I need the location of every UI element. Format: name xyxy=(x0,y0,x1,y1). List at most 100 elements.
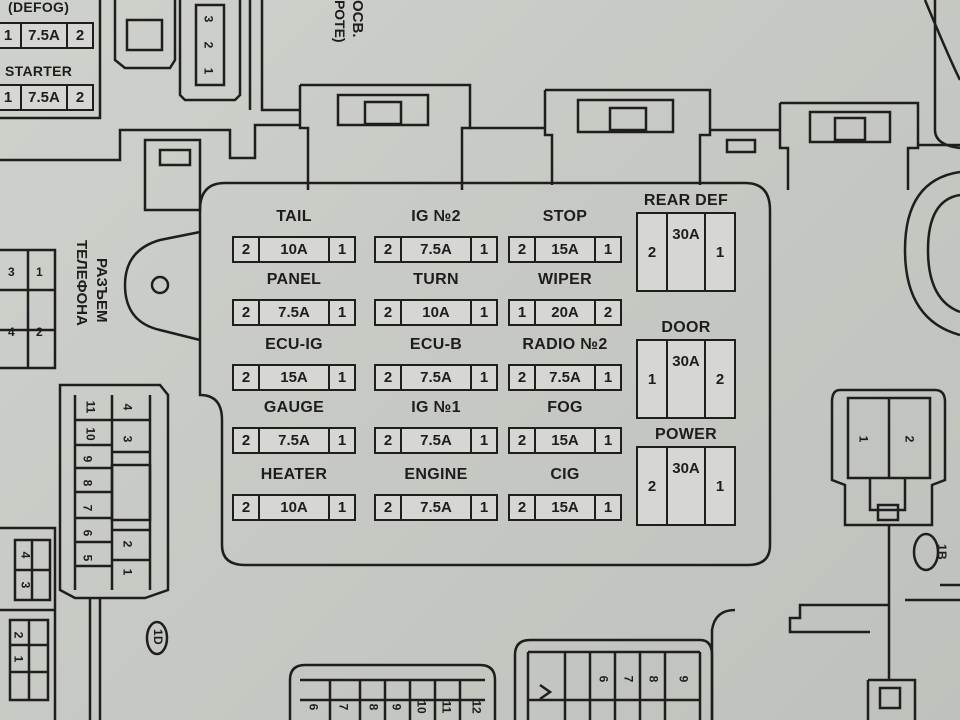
turn-pin-left: 2 xyxy=(383,304,393,321)
power-label: POWER xyxy=(655,426,717,443)
ig1-label: IG №1 xyxy=(411,399,461,416)
fog-pin-left: 2 xyxy=(517,432,527,449)
defog-fuse: 1 7.5A 2 xyxy=(0,22,94,49)
fog-label: FOG xyxy=(547,399,583,416)
ecub-pin-right: 1 xyxy=(479,369,489,386)
top-connector-2 xyxy=(543,88,712,185)
wiper-amp: 20A xyxy=(534,301,596,324)
stop-label: STOP xyxy=(542,208,588,225)
connector-1D-pin-left-4: 7 xyxy=(80,504,95,512)
connector-1B-pin-1: 1 xyxy=(856,435,871,443)
tail-label: TAIL xyxy=(276,208,312,225)
tail-pin-left: 2 xyxy=(241,241,251,258)
cig-pin-right: 1 xyxy=(603,499,613,516)
ecub-pin-left: 2 xyxy=(383,369,393,386)
turn-label: TURN xyxy=(413,271,459,288)
connector-1D-pin-right-3: 1 xyxy=(120,568,135,576)
connector-1D-pin-left-6: 5 xyxy=(80,554,95,562)
engine-pin-left: 2 xyxy=(383,499,393,516)
door-pin-left: 1 xyxy=(647,370,657,388)
connector-1D-pin-left-0: 11 xyxy=(83,400,98,414)
heater-amp: 10A xyxy=(258,496,330,519)
gauge-pin-right: 1 xyxy=(337,432,347,449)
ig1-pin-right: 1 xyxy=(479,432,489,449)
connector-1B-frame xyxy=(830,388,947,527)
bottom-right-pin-2: 7 xyxy=(621,675,636,683)
bottom-pin-6: 12 xyxy=(469,700,484,714)
reardef-label: REAR DEF xyxy=(643,192,729,209)
ig1-pin-left: 2 xyxy=(383,432,393,449)
tail-pin-right: 1 xyxy=(337,241,347,258)
top-pin-2: 2 xyxy=(201,41,216,49)
small-connector-top-left xyxy=(143,138,202,212)
stop-amp: 15A xyxy=(534,238,596,261)
bottom-pin-5: 11 xyxy=(439,700,454,714)
gauge-label: GAUGE xyxy=(263,399,325,416)
connector-1D-pin-right-1: 3 xyxy=(120,435,135,443)
starter-amp: 7.5A xyxy=(20,86,68,109)
engine-pin-right: 1 xyxy=(479,499,489,516)
bottom-right-connector-frame xyxy=(513,638,714,720)
panel-label: PANEL xyxy=(266,271,322,288)
connector-1D-pin-right-0: 4 xyxy=(120,403,135,411)
phone-pin-2: 2 xyxy=(36,325,43,339)
ig1-fuse: 2 7.5A 1 xyxy=(374,427,498,454)
power-amp: 30A xyxy=(666,448,706,524)
far-left-pin-0: 4 xyxy=(18,551,33,559)
ecuig-amp: 15A xyxy=(258,366,330,389)
power-pin-left: 2 xyxy=(647,477,657,495)
panel-pin-right: 1 xyxy=(337,304,347,321)
top-note-line2: РОТЕ) xyxy=(332,0,348,43)
bottom-pin-3: 9 xyxy=(389,703,404,711)
phone-connector-line2: ТЕЛЕФОНА xyxy=(73,240,90,326)
connector-1D-pin-left-5: 6 xyxy=(80,529,95,537)
phone-pin-3: 3 xyxy=(8,265,15,279)
stop-pin-right: 1 xyxy=(603,241,613,258)
power-pin-right: 1 xyxy=(715,477,725,495)
reardef-pin-left: 2 xyxy=(647,243,657,261)
connector-1D-pin-left-2: 9 xyxy=(80,455,95,463)
gauge-amp: 7.5A xyxy=(258,429,330,452)
bottom-pin-1: 7 xyxy=(336,703,351,711)
stop-pin-left: 2 xyxy=(517,241,527,258)
ig1-amp: 7.5A xyxy=(400,429,472,452)
phone-pin-1: 1 xyxy=(36,265,43,279)
ecuig-label: ECU-IG xyxy=(265,336,323,353)
bottom-pin-0: 6 xyxy=(306,703,321,711)
top-pin-1: 1 xyxy=(201,67,216,75)
ecub-amp: 7.5A xyxy=(400,366,472,389)
connector-1D-frame xyxy=(58,383,170,600)
door-label: DOOR xyxy=(661,319,711,336)
tail-fuse: 2 10A 1 xyxy=(232,236,356,263)
ig2-pin-right: 1 xyxy=(479,241,489,258)
gauge-pin-left: 2 xyxy=(241,432,251,449)
cig-pin-left: 2 xyxy=(517,499,527,516)
heater-label: HEATER xyxy=(260,466,328,483)
bottom-connector-frame xyxy=(288,663,497,720)
bottom-pin-4: 10 xyxy=(414,700,429,714)
ig2-pin-left: 2 xyxy=(383,241,393,258)
tail-amp: 10A xyxy=(258,238,330,261)
ig2-label: IG №2 xyxy=(411,208,461,225)
heater-pin-left: 2 xyxy=(241,499,251,516)
far-left-pin-2: 2 xyxy=(11,631,26,639)
engine-label: ENGINE xyxy=(404,466,468,483)
reardef-pin-right: 1 xyxy=(715,243,725,261)
bottom-pin-2: 8 xyxy=(366,703,381,711)
bottom-right-pin-1: 8 xyxy=(646,675,661,683)
pin-connector-top xyxy=(178,0,242,102)
defog-amp: 7.5A xyxy=(20,24,68,47)
radio2-label: RADIO №2 xyxy=(522,336,608,353)
starter-pin-left: 1 xyxy=(3,89,13,106)
starter-fuse: 1 7.5A 2 xyxy=(0,84,94,111)
far-left-pin-3: 1 xyxy=(11,655,26,663)
far-left-pin-1: 3 xyxy=(18,581,33,589)
